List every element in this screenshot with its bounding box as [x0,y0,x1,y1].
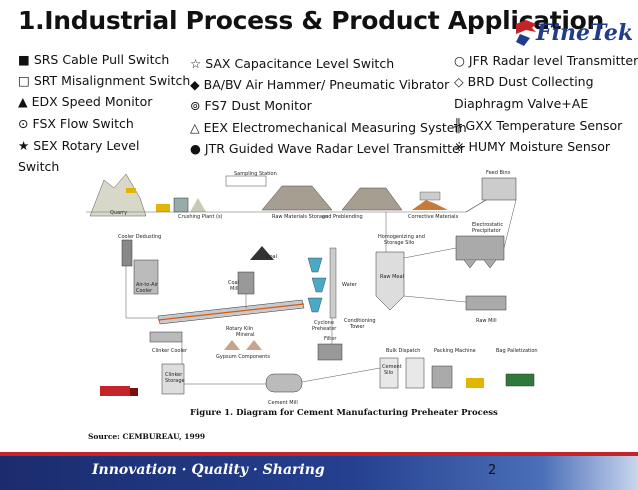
feed-bin-label: Feed Bins [486,170,511,176]
cooler-dedusting-label: Cooler Dedusting [118,234,161,240]
raw-mill-label: Raw Mill [476,318,497,324]
legend-item-fs7: ⊚FS7 Dust Monitor [190,98,312,113]
finetek-logo-icon [516,20,536,46]
packing-label: Packing Machine [434,348,476,354]
precipitator-label: Precipitator [472,228,502,234]
truck-icon [100,386,138,396]
legend-item-jfr: ○JFR Radar level Transmitter [454,53,638,68]
cyclone-preheater: Cyclone Preheater Water Conditioning Tow… [307,247,376,332]
legend-item-edx: ▲EDX Speed Monitor [18,94,153,109]
footer-tagline: Innovation · Quality · Sharing [92,462,325,478]
cement-process-diagram: Quarry Crushing Plant (s) Sampling Stati… [86,170,538,406]
bag-pallet-label: Bag Palletization [496,348,538,354]
cooler-label: Cooler [136,288,153,294]
quarry-label: Quarry [110,210,127,216]
storage-label: Storage [165,378,185,384]
preheater-label: Preheater [312,326,337,332]
footer-accent-bar [0,452,638,456]
cement-mill: Cement Mill [265,373,303,406]
filter: Filter [317,336,343,361]
cement-silo-label: Cement [382,364,402,370]
coal-mill: Coal Coal Mill [228,246,277,295]
legend-item-sex: ★SEX Rotary Level [18,138,140,153]
legend-item-gxx: ╬GXX Temperature Sensor [454,118,623,133]
sampling-label: Sampling Station [234,171,277,177]
gypsum-label: Gypsum Components [216,354,270,360]
air-cooler-label: Air-to-Air [136,282,159,288]
brand-name: FineTek [536,20,634,46]
conditioning-label: Conditioning [344,318,376,324]
raw-storage-label: Raw Materials Storage [272,214,328,220]
clinker-cooler: Clinker Cooler Mineral Gypsum Components [149,331,270,360]
tower-label: Tower [349,324,365,330]
legend-item-eex: △EEX Electromechanical Measuring System [190,120,467,135]
bulk-dispatch-label: Bulk Dispatch [386,348,420,354]
electrostatic-precipitator: Electrostatic Precipitator [455,222,505,269]
legend-item-sax: ☆SAX Capacitance Level Switch [190,56,395,71]
legend-item-brd-cont: Diaphragm Valve+AE [454,96,589,111]
crushing-plant: Crushing Plant (s) [156,197,223,220]
legend-item-sex-cont: Switch [18,159,60,174]
footer-bar [0,456,638,490]
cyclone-label: Cyclone [314,320,334,326]
corrective-materials: Corrective Materials [408,191,459,220]
diagram-caption: Figure 1. Diagram for Cement Manufacturi… [190,408,498,418]
preblending-label: and Preblending [322,214,363,220]
legend-item-jtr: ●JTR Guided Wave Radar Level Transmitter [190,141,465,156]
mill-label: Mill [230,286,238,292]
silo-label: Silo [384,370,393,376]
feed-bins: Feed Bins [481,170,517,201]
raw-meal-label: Raw Meal [380,274,404,280]
legend-item-brd: ◇BRD Dust Collecting [454,74,594,89]
filter-label: Filter [324,336,337,342]
dispatch-area: Bulk Dispatch Packing Machine Bag Pallet… [379,348,538,389]
electrostatic-label: Electrostatic [472,222,503,228]
legend-item-humy: ※HUMY Moisture Sensor [454,139,611,154]
rotary-kiln-label: Rotary Kiln [226,326,253,332]
raw-storage: Sampling Station Raw Materials Storage a… [225,171,403,220]
crushing-label: Crushing Plant (s) [178,214,223,220]
legend-item-srs: ■SRS Cable Pull Switch [18,52,170,67]
clinker-storage-label: Clinker [165,372,183,378]
flow-lines [125,199,517,385]
homogenizing-label: Homogenizing and [378,234,425,240]
cooler-dedusting: Cooler Dedusting Air-to-Air Cooler [118,234,161,295]
page-number: 2 [488,463,497,478]
corrective-label: Corrective Materials [408,214,459,220]
homogenizing-silo: Raw Meal Homogenizing and Storage Silo [375,234,425,311]
legend-item-srt: □SRT Misalignment Switch [18,73,191,88]
legend-item-fsx: ⊙FSX Flow Switch [18,116,134,131]
clinker-storage: Clinker Storage [161,363,185,395]
clinker-cooler-label: Clinker Cooler [152,348,188,354]
coal-label: Coal [266,254,277,260]
quarry-area: Quarry [89,173,147,217]
water-label: Water [342,282,358,288]
coal-mill-label: Coal [228,280,239,286]
raw-mill: Raw Mill [465,295,507,324]
rotary-kiln: Rotary Kiln [157,299,305,332]
storage-silo-label: Storage Silo [384,240,414,246]
page-title: 1.Industrial Process & Product Applicati… [18,6,604,35]
mineral-label: Mineral [236,332,254,338]
cement-mill-label: Cement Mill [268,400,298,406]
diagram-source: Source: CEMBUREAU, 1999 [88,432,206,441]
legend-item-ba-bv: ◆BA/BV Air Hammer/ Pneumatic Vibrator [190,77,450,92]
